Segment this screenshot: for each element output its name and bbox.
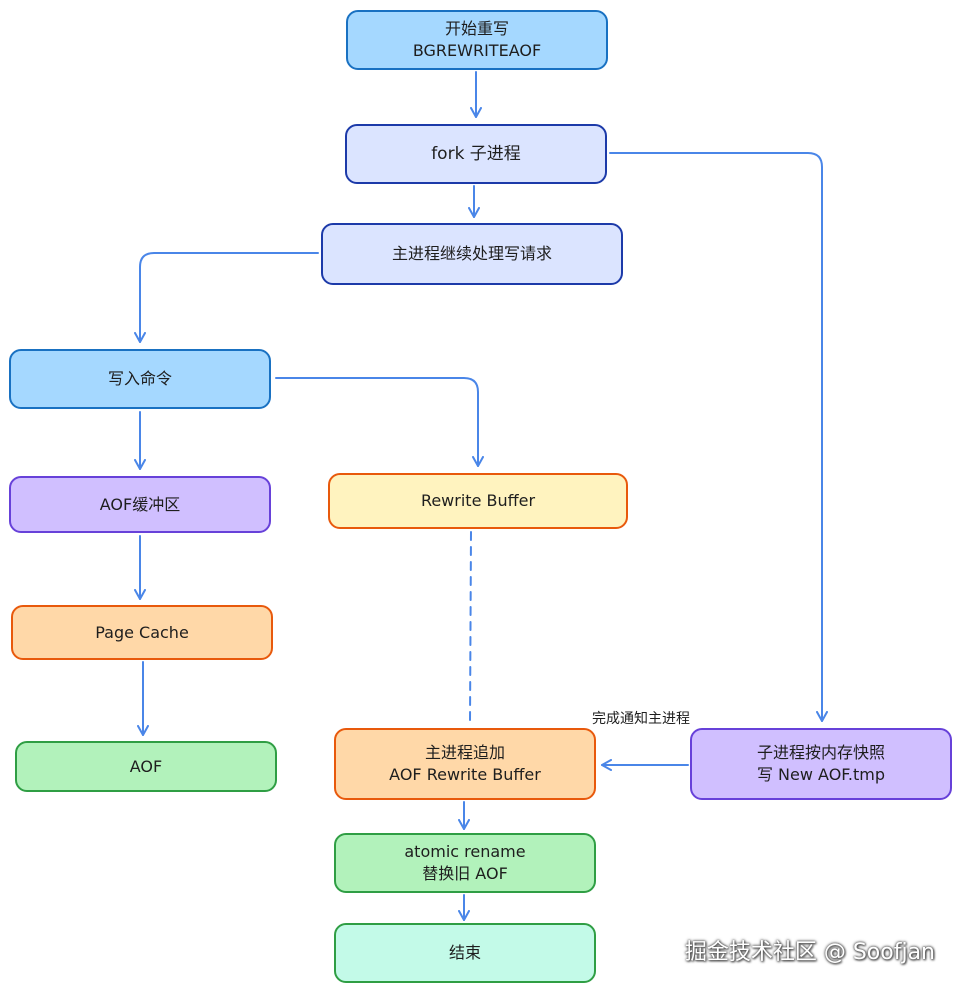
node-page-cache: Page Cache	[11, 605, 273, 660]
node-main-continue-line1: 主进程继续处理写请求	[391, 244, 552, 263]
node-start: 开始重写 BGREWRITEAOF	[346, 10, 608, 70]
node-child-snapshot: 子进程按内存快照 写 New AOF.tmp	[690, 728, 952, 800]
node-child-snapshot-line1: 子进程按内存快照	[756, 743, 885, 762]
node-main-continue: 主进程继续处理写请求	[321, 223, 623, 285]
node-fork: fork 子进程	[345, 124, 607, 184]
node-atomic-rename-line2: 替换旧 AOF	[422, 864, 508, 883]
node-end-line1: 结束	[448, 943, 481, 962]
node-atomic-rename-line1: atomic rename	[404, 842, 526, 861]
edge-label-notify: 完成通知主进程	[592, 711, 690, 727]
node-write-cmd-line1: 写入命令	[107, 369, 172, 388]
node-start-line2: BGREWRITEAOF	[412, 41, 542, 60]
node-end: 结束	[334, 923, 596, 983]
node-aof-buffer: AOF缓冲区	[9, 476, 271, 533]
node-main-append-line2: AOF Rewrite Buffer	[389, 765, 541, 784]
node-aof-line1: AOF	[129, 756, 163, 776]
node-main-append-line1: 主进程追加	[424, 743, 505, 762]
node-fork-line1: fork 子进程	[431, 144, 521, 164]
edge-write-rewritebuf	[275, 377, 484, 467]
node-start-line1: 开始重写	[444, 19, 509, 38]
edge-rewritebuf-append-dashed	[469, 531, 472, 723]
node-rewrite-buffer-line1: Rewrite Buffer	[420, 491, 536, 510]
node-page-cache-line1: Page Cache	[95, 622, 189, 642]
node-rewrite-buffer: Rewrite Buffer	[328, 473, 628, 529]
node-child-snapshot-line2: 写 New AOF.tmp	[756, 765, 886, 784]
node-atomic-rename: atomic rename 替换旧 AOF	[334, 833, 596, 893]
edge-fork-child	[609, 152, 828, 722]
node-aof: AOF	[15, 741, 277, 792]
watermark: 掘金技术社区 @ Soofjan	[684, 940, 935, 965]
node-aof-buffer-line1: AOF缓冲区	[99, 494, 181, 514]
node-write-cmd: 写入命令	[9, 349, 271, 409]
node-main-append: 主进程追加 AOF Rewrite Buffer	[334, 728, 596, 800]
edge-main-write	[134, 252, 319, 343]
